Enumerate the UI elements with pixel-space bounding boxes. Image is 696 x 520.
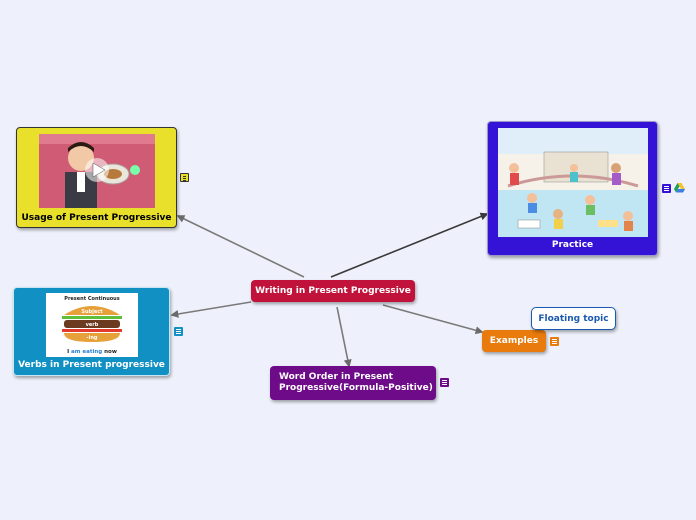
topic-examples[interactable]: Examples: [482, 330, 546, 352]
connector-to-examples: [382, 304, 484, 335]
burger-caption-mid: am eating: [71, 349, 102, 355]
burger-caption-start: I: [67, 349, 71, 355]
topic-word-order-label: Word Order in Present Progressive(Formul…: [279, 372, 433, 393]
topic-usage[interactable]: Usage of Present Progressive: [16, 127, 177, 228]
word-order-note-icon[interactable]: [440, 378, 449, 387]
verbs-note-icon[interactable]: [174, 327, 183, 336]
topic-usage-label: Usage of Present Progressive: [21, 213, 172, 223]
practice-scene-image[interactable]: [498, 128, 648, 237]
topic-verbs-label: Verbs in Present progressive: [18, 360, 165, 370]
burger-caption-end: now: [102, 349, 117, 355]
topic-verbs[interactable]: Present Continuous Subject verb -ing I a…: [13, 287, 170, 376]
floating-topic[interactable]: Floating topic: [531, 307, 616, 330]
usage-note-icon[interactable]: [180, 173, 189, 182]
central-topic-label: Writing in Present Progressive: [255, 286, 411, 296]
burger-verb-text: verb: [86, 322, 99, 328]
topic-practice[interactable]: Practice: [487, 121, 658, 256]
topic-word-order[interactable]: Word Order in Present Progressive(Formul…: [270, 366, 436, 400]
burger-ing-text: -ing: [87, 335, 98, 341]
svg-text:I am eating now: I am eating now: [67, 349, 117, 355]
topic-practice-label: Practice: [551, 240, 594, 250]
floating-topic-label: Floating topic: [538, 314, 609, 324]
topic-examples-label: Examples: [489, 336, 539, 346]
connector-to-word-order: [336, 306, 352, 368]
central-topic[interactable]: Writing in Present Progressive: [251, 280, 415, 302]
burger-subject-text: Subject: [81, 309, 103, 315]
google-drive-icon[interactable]: [674, 183, 685, 193]
connector-to-usage: [176, 215, 305, 278]
burger-title-text: Present Continuous: [64, 296, 119, 302]
video-thumbnail-image[interactable]: [39, 134, 155, 208]
examples-note-icon[interactable]: [550, 337, 559, 346]
connector-to-verbs: [170, 301, 252, 318]
connector-to-practice: [330, 212, 489, 278]
burger-grammar-image[interactable]: Present Continuous Subject verb -ing I a…: [46, 293, 138, 357]
practice-note-icon[interactable]: [662, 184, 671, 193]
